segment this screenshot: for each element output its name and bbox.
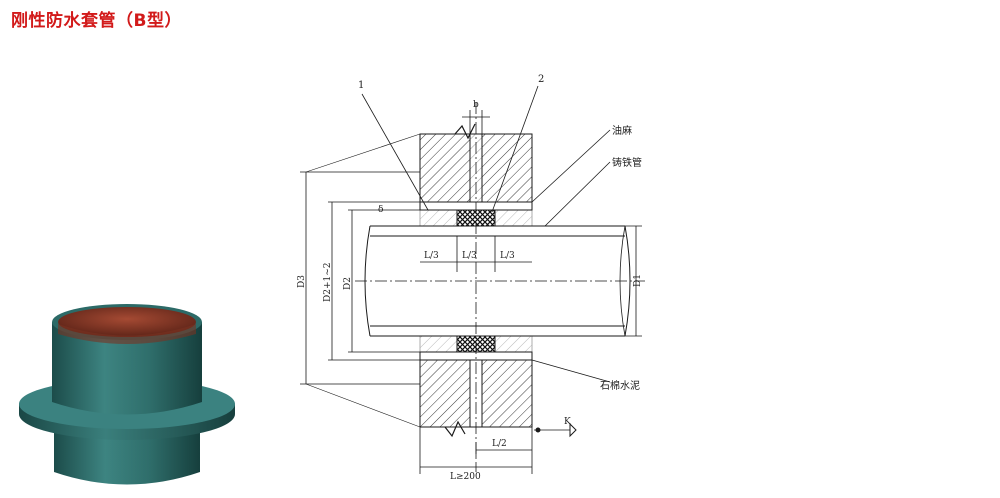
dim-l3-c: L/3: [500, 251, 515, 261]
dim-l-min: L≥200: [450, 472, 481, 482]
dim-b: b: [473, 100, 479, 110]
page-title: 刚性防水套管（B型）: [11, 11, 182, 31]
dim-d2: D2: [343, 277, 353, 290]
dim-l2: L/2: [492, 439, 507, 449]
dim-delta: δ: [378, 205, 383, 215]
dim-l3-b: L/3: [462, 251, 477, 261]
dim-d2-expr: D2+1~2: [323, 263, 333, 302]
sleeve-photo: [19, 304, 235, 485]
label-oil-hemp: 油麻: [612, 124, 632, 137]
sleeve-section-drawing: 1 2 b δ 油麻 铸铁管 石棉水泥 K L/3 L/3 L/3 L/2 L≥…: [297, 74, 645, 482]
callout-2: 2: [538, 74, 544, 85]
label-asbestos-cement: 石棉水泥: [600, 379, 640, 392]
callout-1: 1: [358, 80, 364, 91]
dim-d1: D1: [633, 274, 643, 287]
label-k: K: [564, 417, 571, 427]
dim-d3: D3: [297, 275, 307, 288]
label-cast-iron-pipe: 铸铁管: [612, 156, 642, 169]
dim-l3-a: L/3: [424, 251, 439, 261]
